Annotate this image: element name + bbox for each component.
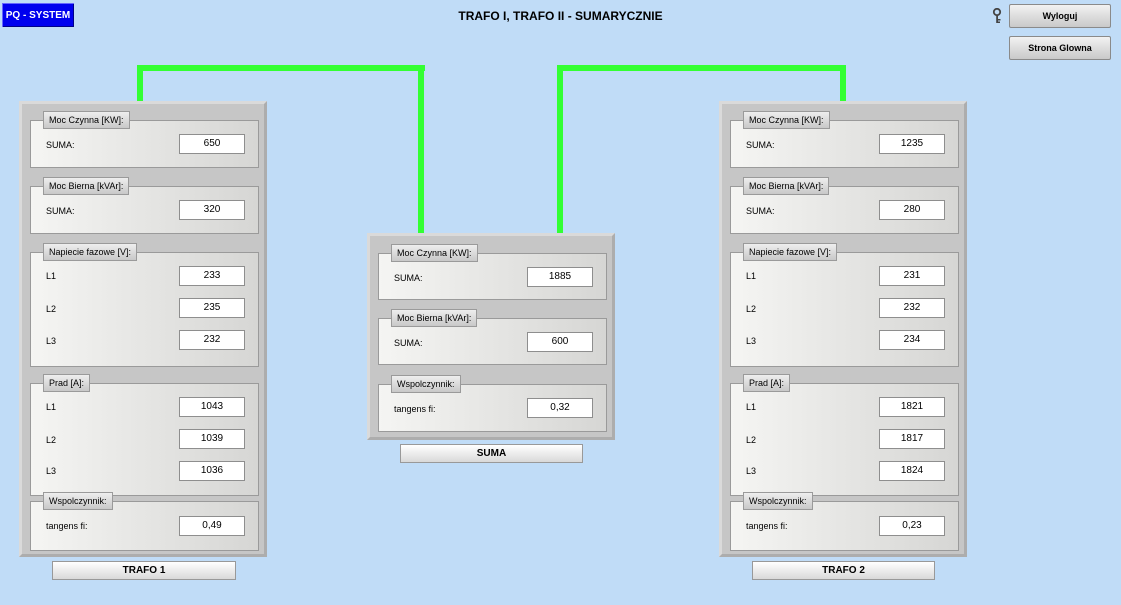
trafo1-tangens-value: 0,49 [179, 516, 245, 536]
group-label: Prad [A]: [743, 374, 791, 392]
group-label: Napiecie fazowe [V]: [43, 243, 138, 261]
trafo1-panel: Moc Czynna [KW]: SUMA: 650 Moc Bierna [k… [19, 101, 267, 557]
connector-trafo2-down [557, 65, 563, 235]
suma-wspolczynnik-group: Wspolczynnik: tangens fi: 0,32 [378, 375, 607, 432]
page-title: TRAFO I, TRAFO II - SUMARYCZNIE [458, 9, 663, 23]
l3-label: L3 [46, 466, 57, 476]
l2-label: L2 [746, 435, 757, 445]
trafo1-wspolczynnik-group: Wspolczynnik: tangens fi: 0,49 [30, 492, 259, 551]
trafo2-wspolczynnik-group: Wspolczynnik: tangens fi: 0,23 [730, 492, 959, 551]
suma-caption: SUMA [400, 444, 583, 463]
key-icon [992, 8, 1002, 23]
group-label: Moc Czynna [KW]: [743, 111, 830, 129]
connector-trafo1-down [418, 65, 424, 235]
trafo1-prad-group: Prad [A]: L1 1043 L2 1039 L3 1036 [30, 374, 259, 496]
l1-label: L1 [746, 271, 757, 281]
suma-moc-czynna-value: 1885 [527, 267, 593, 287]
tangens-label: tangens fi: [46, 521, 88, 531]
trafo2-panel: Moc Czynna [KW]: SUMA: 1235 Moc Bierna [… [719, 101, 967, 557]
trafo1-moc-bierna-group: Moc Bierna [kVAr]: SUMA: 320 [30, 177, 259, 234]
trafo2-napiecie-group: Napiecie fazowe [V]: L1 231 L2 232 L3 23… [730, 243, 959, 367]
suma-label: SUMA: [746, 206, 775, 216]
l2-label: L2 [46, 304, 57, 314]
trafo1-prad-l1-value: 1043 [179, 397, 245, 417]
trafo2-moc-bierna-suma-value: 280 [879, 200, 945, 220]
app-logo: PQ - SYSTEM [2, 3, 74, 27]
trafo1-napiecie-l1-value: 233 [179, 266, 245, 286]
group-label: Wspolczynnik: [43, 492, 113, 510]
trafo2-prad-group: Prad [A]: L1 1821 L2 1817 L3 1824 [730, 374, 959, 496]
connector-trafo1-horizontal [137, 65, 425, 71]
suma-moc-bierna-group: Moc Bierna [kVAr]: SUMA: 600 [378, 309, 607, 365]
l2-label: L2 [746, 304, 757, 314]
trafo2-moc-czynna-suma-value: 1235 [879, 134, 945, 154]
l2-label: L2 [46, 435, 57, 445]
l3-label: L3 [46, 336, 57, 346]
trafo2-napiecie-l1-value: 231 [879, 266, 945, 286]
group-label: Moc Czynna [KW]: [43, 111, 130, 129]
suma-label: SUMA: [46, 206, 75, 216]
trafo1-napiecie-l3-value: 232 [179, 330, 245, 350]
l1-label: L1 [46, 271, 57, 281]
suma-label: SUMA: [394, 273, 423, 283]
suma-moc-bierna-value: 600 [527, 332, 593, 352]
suma-panel: Moc Czynna [KW]: SUMA: 1885 Moc Bierna [… [367, 233, 615, 440]
l3-label: L3 [746, 336, 757, 346]
trafo2-moc-czynna-group: Moc Czynna [KW]: SUMA: 1235 [730, 111, 959, 168]
connector-trafo2-horizontal [557, 65, 846, 71]
trafo2-prad-l1-value: 1821 [879, 397, 945, 417]
trafo2-napiecie-l3-value: 234 [879, 330, 945, 350]
suma-label: SUMA: [394, 338, 423, 348]
trafo2-prad-l2-value: 1817 [879, 429, 945, 449]
l1-label: L1 [46, 402, 57, 412]
trafo1-prad-l2-value: 1039 [179, 429, 245, 449]
tangens-label: tangens fi: [746, 521, 788, 531]
connector-trafo1-vertical [137, 65, 143, 103]
group-label: Wspolczynnik: [743, 492, 813, 510]
group-label: Wspolczynnik: [391, 375, 461, 393]
l1-label: L1 [746, 402, 757, 412]
logout-button[interactable]: Wyloguj [1009, 4, 1111, 28]
trafo1-moc-czynna-group: Moc Czynna [KW]: SUMA: 650 [30, 111, 259, 168]
group-label: Moc Bierna [kVAr]: [43, 177, 130, 195]
group-label: Moc Czynna [KW]: [391, 244, 478, 262]
suma-tangens-value: 0,32 [527, 398, 593, 418]
trafo1-napiecie-group: Napiecie fazowe [V]: L1 233 L2 235 L3 23… [30, 243, 259, 367]
connector-trafo2-vertical [840, 65, 846, 103]
trafo2-moc-bierna-group: Moc Bierna [kVAr]: SUMA: 280 [730, 177, 959, 234]
group-label: Prad [A]: [43, 374, 91, 392]
home-button[interactable]: Strona Glowna [1009, 36, 1111, 60]
suma-label: SUMA: [746, 140, 775, 150]
trafo2-tangens-value: 0,23 [879, 516, 945, 536]
trafo2-prad-l3-value: 1824 [879, 461, 945, 481]
group-label: Moc Bierna [kVAr]: [391, 309, 478, 327]
tangens-label: tangens fi: [394, 404, 436, 414]
group-label: Moc Bierna [kVAr]: [743, 177, 830, 195]
trafo1-prad-l3-value: 1036 [179, 461, 245, 481]
trafo1-napiecie-l2-value: 235 [179, 298, 245, 318]
trafo2-napiecie-l2-value: 232 [879, 298, 945, 318]
trafo1-moc-czynna-suma-value: 650 [179, 134, 245, 154]
suma-moc-czynna-group: Moc Czynna [KW]: SUMA: 1885 [378, 244, 607, 300]
l3-label: L3 [746, 466, 757, 476]
trafo1-caption: TRAFO 1 [52, 561, 236, 580]
suma-label: SUMA: [46, 140, 75, 150]
trafo1-moc-bierna-suma-value: 320 [179, 200, 245, 220]
group-label: Napiecie fazowe [V]: [743, 243, 838, 261]
trafo2-caption: TRAFO 2 [752, 561, 935, 580]
